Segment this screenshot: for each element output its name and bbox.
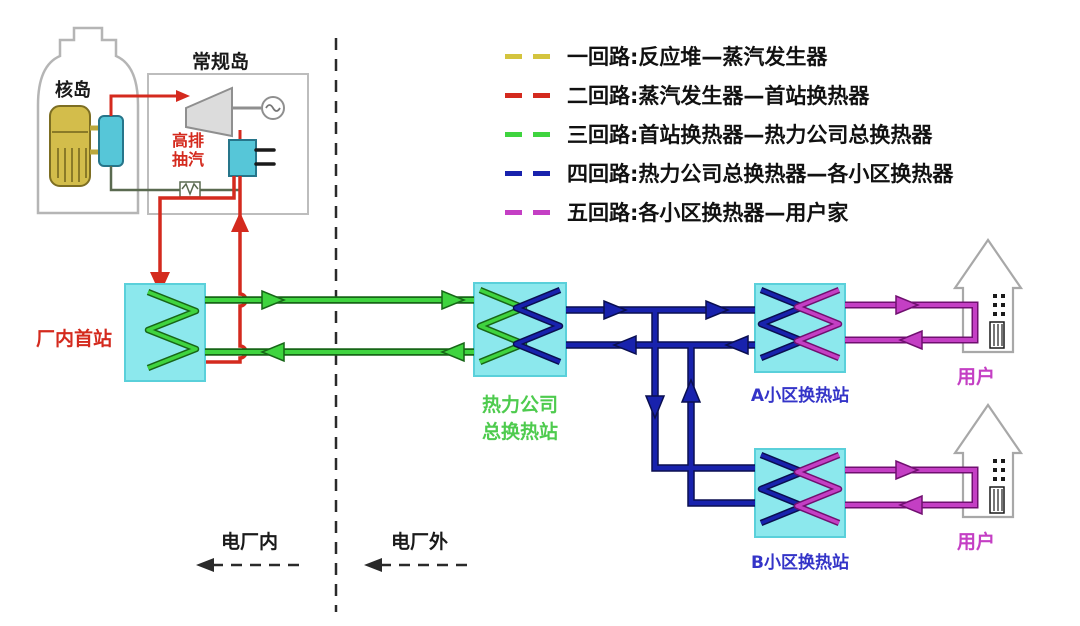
legend-item-loop3: 三回路:首站换热器—热力公司总换热器 (505, 122, 953, 147)
main-station-label-line1: 热力公司 (481, 394, 558, 416)
loop3-supply-arrow-1 (261, 289, 286, 311)
loop4-return-arrow-2 (724, 334, 749, 356)
extraction-steam-label: 高排 抽汽 (166, 131, 210, 169)
extraction-steam-label-line1: 高排 (171, 131, 204, 150)
legend: 一回路:反应堆—蒸汽发生器 二回路:蒸汽发生器—首站换热器 三回路:首站换热器—… (505, 44, 953, 239)
legend-line-loop2-icon (505, 92, 555, 98)
main-station-label-line2: 总换热站 (481, 421, 558, 443)
containment-outline (36, 26, 140, 215)
loop2-red-pipes (150, 176, 249, 364)
loop4-return-arrow-1 (612, 334, 637, 356)
loop5a-pipe (845, 303, 977, 342)
legend-label-loop5: 五回路:各小区换热器—用户家 (567, 201, 849, 225)
loop4-supply-arrow-2 (705, 299, 730, 321)
outside-plant-label: 电厂外 (391, 531, 449, 553)
user-b-label: 用户 (957, 531, 996, 553)
loop3-green-pipes (205, 289, 474, 363)
loop5-magenta-pipes (845, 294, 979, 516)
exchanger-zigzags (144, 286, 843, 527)
loop5b-supply-arrow (895, 459, 920, 481)
first-station-box (124, 283, 206, 382)
conventional-island-label: 常规岛 (192, 51, 250, 73)
loop5b-return-arrow (898, 494, 923, 516)
primary-loop-pipe (90, 125, 99, 155)
legend-line-loop3-icon (505, 131, 555, 137)
loop4-supply-arrow-1 (603, 299, 628, 321)
station-b-label: B小区换热站 (751, 553, 849, 573)
station-a-magenta-zigzag-top (795, 288, 841, 360)
legend-line-loop1-icon (505, 53, 555, 59)
legend-item-loop5: 五回路:各小区换热器—用户家 (505, 200, 953, 225)
loop4-supply-outline (566, 306, 755, 472)
legend-label-loop1: 一回路:反应堆—蒸汽发生器 (567, 45, 828, 69)
loop3-return-arrow-1 (260, 341, 285, 363)
inside-plant-arrowhead (196, 558, 214, 572)
outside-plant-arrowhead (364, 558, 382, 572)
loop5b-pipe (845, 468, 977, 507)
legend-label-loop3: 三回路:首站换热器—热力公司总换热器 (567, 123, 933, 147)
house-b-outline (952, 403, 1024, 519)
loop4-supply-arrow-down (644, 395, 666, 420)
loop5b-outline (845, 466, 979, 509)
reactor-internals (52, 131, 88, 182)
legend-item-loop4: 四回路:热力公司总换热器—各小区换热器 (505, 161, 954, 186)
main-station-green-zigzag-top (478, 288, 526, 364)
steam-pipe-to-turbine (109, 94, 176, 116)
loop2-return-pipe (205, 176, 248, 364)
legend-label-loop4: 四回路:热力公司总换热器—各小区换热器 (567, 162, 954, 186)
loop3-supply-arrow-2 (441, 289, 466, 311)
legend-item-loop1: 一回路:反应堆—蒸汽发生器 (505, 44, 953, 69)
legend-item-loop2: 二回路:蒸汽发生器—首站换热器 (505, 83, 953, 108)
reactor-vessel (49, 105, 91, 187)
station-a-blue-zigzag-top (759, 288, 805, 360)
main-station-blue-zigzag-top (514, 288, 562, 364)
outside-plant-arrow (364, 558, 468, 572)
loop4-return-arrow-up (680, 378, 702, 403)
turbine (185, 86, 233, 138)
nuclear-island (36, 26, 140, 215)
house-a-windows (993, 294, 1005, 316)
steam-flow-arrow (176, 90, 190, 102)
station-a-label: A小区换热站 (750, 386, 850, 406)
loop3-return-arrow-2 (440, 341, 465, 363)
heater-prongs (254, 148, 276, 166)
inside-plant-arrow (196, 558, 300, 572)
steam-generator (98, 115, 124, 167)
generator-wave-icon (265, 104, 281, 112)
nuclear-island-label: 核岛 (55, 80, 91, 101)
first-station-label: 厂内首站 (36, 328, 113, 350)
inside-plant-label: 电厂内 (221, 531, 279, 553)
loop5a-return-arrow (898, 329, 923, 351)
main-station-label: 热力公司 总换热站 (474, 392, 566, 446)
house-b-windows (993, 459, 1005, 481)
loop4-supply-pipe (566, 307, 755, 471)
loop4-return-outline (566, 341, 755, 507)
extraction-steam-label-line2: 抽汽 (171, 150, 204, 169)
loop2-return-arrow-up (231, 212, 249, 232)
house-a-door-bars (993, 324, 1003, 346)
house-a (952, 238, 1024, 354)
loop2-supply-pipe (158, 176, 236, 272)
loop4-return-pipe (566, 342, 755, 506)
first-station-heater-unit (228, 139, 257, 177)
loop5a-outline (845, 301, 979, 344)
station-b-magenta-zigzag-top (795, 453, 841, 525)
first-station-zigzag-top (146, 290, 198, 370)
house-a-outline (952, 238, 1024, 354)
legend-label-loop2: 二回路:蒸汽发生器—首站换热器 (567, 84, 870, 108)
house-b-door-bars (993, 489, 1003, 511)
conventional-island (109, 73, 309, 215)
loop4-blue-pipes (566, 299, 755, 507)
user-a-label: 用户 (957, 366, 996, 388)
legend-line-loop5-icon (505, 209, 555, 215)
loop5a-supply-arrow (895, 294, 920, 316)
condensate-valve-zigzag (181, 182, 199, 197)
house-b (952, 403, 1024, 519)
legend-line-loop4-icon (505, 170, 555, 176)
station-b-blue-zigzag-top (759, 453, 805, 525)
